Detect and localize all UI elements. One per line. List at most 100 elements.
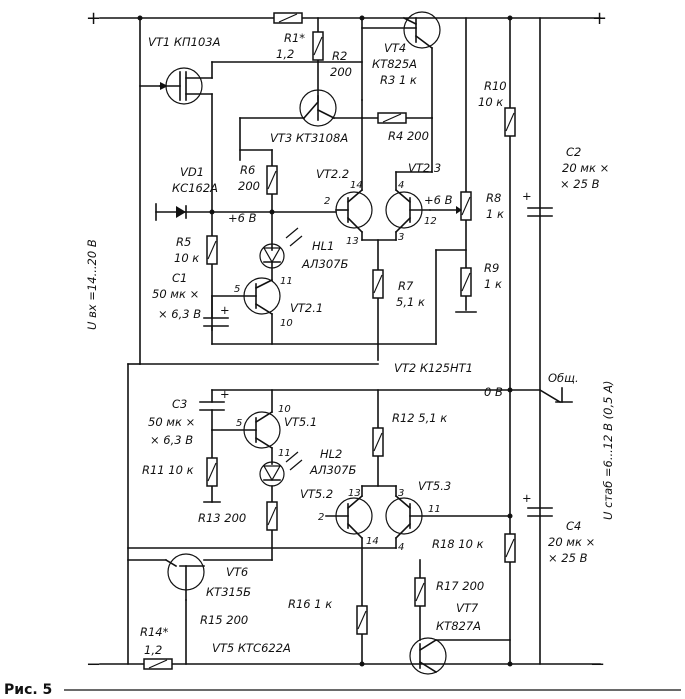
vd1-zener: VD1 КС162А <box>155 165 218 221</box>
pin-5a: 5 <box>234 284 240 295</box>
r6-value: 200 <box>238 179 260 193</box>
hl1-led: HL1 АЛ307Б <box>259 227 348 271</box>
plus6-label-right: +6 В <box>424 193 453 207</box>
pin-11b: 11 <box>278 448 291 459</box>
r9-value: 1 к <box>484 277 502 291</box>
r10-label: R10 <box>484 79 507 93</box>
r16-label: R16 1 к <box>288 597 332 611</box>
c4-plus: + <box>522 491 532 505</box>
vd1-type: КС162А <box>172 181 218 195</box>
vt6-label: VT6 <box>226 565 248 579</box>
zero-volt-label: 0 В <box>484 385 503 399</box>
r15-label: R15 200 <box>200 613 248 627</box>
hl2-type: АЛ307Б <box>309 463 356 477</box>
figure-caption: Рис. 5 <box>4 682 52 698</box>
r2-label: R2 <box>332 49 347 63</box>
r13-label: R13 200 <box>198 511 246 525</box>
pin-12: 12 <box>424 216 437 227</box>
r14-resistor: R14* 1,2 <box>140 599 187 670</box>
r7-resistor: R7 5,1 к <box>372 239 425 361</box>
vt4-type: КТ825А <box>372 57 417 71</box>
r17-label: R17 200 <box>436 579 484 593</box>
vt5-label: VT5 КТС622А <box>212 641 291 655</box>
r1-label: R1* <box>284 31 305 45</box>
plus-terminal-right: + <box>592 8 607 29</box>
r7-value: 5,1 к <box>396 295 425 309</box>
c2-plus: + <box>522 189 532 203</box>
pin-13a: 13 <box>346 236 359 247</box>
r14-label: R14* <box>140 625 169 639</box>
pin-11c: 11 <box>428 504 441 515</box>
r18-resistor: R18 10 к <box>432 533 516 563</box>
input-voltage-label: U вх =14...20 В <box>85 239 99 330</box>
vt5-2-label: VT5.2 <box>300 487 333 501</box>
vt5-1-transistor: 10 5 11 VT5.1 <box>236 389 317 465</box>
pin-2b: 2 <box>318 512 324 523</box>
vd1-label: VD1 <box>180 165 204 179</box>
r1-value: 1,2 <box>276 47 294 61</box>
r14-value: 1,2 <box>144 643 162 657</box>
hl1-label: HL1 <box>312 239 334 253</box>
r8-label: R8 <box>486 191 501 205</box>
pin-13b: 13 <box>348 488 361 499</box>
feedback-divider: R10 10 к R8 1 к R9 1 к <box>455 17 516 313</box>
plus6-label-left: +6 В <box>228 211 257 225</box>
vt5-3-label: VT5.3 <box>418 479 451 493</box>
r4-resistor: R4 200 <box>361 112 433 143</box>
vt6-type: КТ315Б <box>206 585 251 599</box>
chip-label: VT2 К125НТ1 <box>394 361 473 375</box>
r5-resistor: R5 10 к <box>174 235 218 265</box>
c1-plus: + <box>220 303 230 317</box>
c1-label: C1 <box>172 271 187 285</box>
c2-label: C2 <box>566 145 581 159</box>
vt5-3-transistor: VT5.3 3 11 4 <box>127 479 513 553</box>
vt2-2-transistor: VT2.2 14 2 13 <box>316 117 373 247</box>
hl1-type: АЛ307Б <box>301 257 348 271</box>
pin-11a: 11 <box>280 276 293 287</box>
c3-capacitor: + C3 50 мк × × 6,3 В <box>148 387 257 447</box>
r2-resistor: R2 200 <box>312 17 352 101</box>
vt4-transistor: VT4 КТ825А R3 1 к <box>361 11 441 119</box>
common-label: Общ. <box>548 371 579 385</box>
vt3-transistor: VT3 КТ3108А <box>239 89 363 161</box>
pin-5b: 5 <box>236 418 242 429</box>
pin-14a: 14 <box>350 180 363 191</box>
pin-4a: 4 <box>398 180 404 191</box>
pin-3b: 3 <box>398 488 404 499</box>
c2-value: 20 мк × <box>562 161 609 175</box>
pin-4b: 4 <box>398 542 404 553</box>
c1-capacitor: + C1 50 мк × × 6,3 В <box>152 249 467 345</box>
plus-terminal-left: + <box>86 8 101 29</box>
vt5-2-transistor: VT5.2 13 2 14 <box>300 485 397 665</box>
r1-resistor: R1* 1,2 <box>273 12 305 61</box>
r11-label: R11 10 к <box>142 463 194 477</box>
vt7-type: КТ827А <box>436 619 481 633</box>
vt4-label: VT4 <box>384 41 406 55</box>
pin-10b: 10 <box>278 404 291 415</box>
pin-10a: 10 <box>280 318 293 329</box>
r8-value: 1 к <box>486 207 504 221</box>
r5-value: 10 к <box>174 251 199 265</box>
c3-value: 50 мк × <box>148 415 195 429</box>
r9-label: R9 <box>484 261 499 275</box>
minus-terminal-left: − <box>86 654 101 675</box>
vt7-transistor: VT7 КТ827А <box>409 601 511 675</box>
c2-capacitor: + C2 20 мк × × 25 В <box>522 145 609 217</box>
pin-14b: 14 <box>366 536 379 547</box>
common-rail <box>211 387 573 404</box>
r3-label: R3 1 к <box>380 73 417 87</box>
vt3-label: VT3 КТ3108А <box>270 131 348 145</box>
vt5-1-label: VT5.1 <box>284 415 317 429</box>
vt2-3-label: VT2.3 <box>408 161 441 175</box>
vt2-2-label: VT2.2 <box>316 167 349 181</box>
c4-value: 20 мк × <box>548 535 595 549</box>
vt2-1-transistor: 5 11 10 VT2.1 <box>211 261 323 345</box>
c4-label: C4 <box>566 519 581 533</box>
r18-label: R18 10 к <box>432 537 484 551</box>
r13-resistor: R13 200 <box>198 485 278 561</box>
minus-terminal-right: − <box>590 654 605 675</box>
r2-value: 200 <box>330 65 352 79</box>
output-voltage-label: U стаб =6...12 В (0,5 А) <box>601 381 615 520</box>
r10-value: 10 к <box>478 95 503 109</box>
